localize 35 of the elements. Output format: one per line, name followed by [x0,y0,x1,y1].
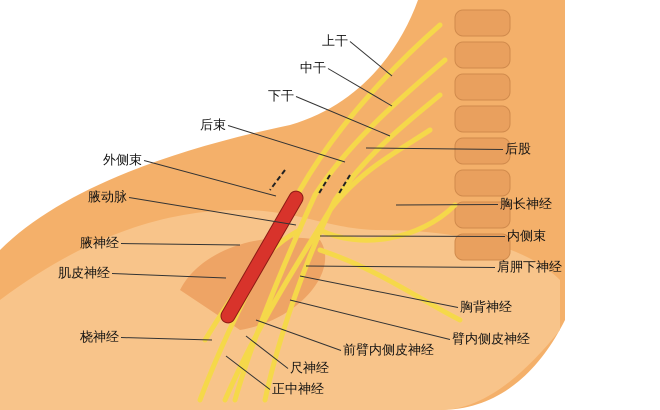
leader-line [320,236,506,237]
leader-line [296,96,390,136]
leader-line [228,125,346,162]
part-label: 中干 [300,60,326,77]
part-label: 外侧束 [103,152,142,169]
part-label: 臂内侧皮神经 [452,331,530,348]
part-label: 下干 [268,88,294,105]
leader-line [350,41,392,76]
part-label: 内侧束 [507,228,546,245]
part-label: 胸背神经 [460,299,512,316]
part-label: 腋动脉 [88,189,127,206]
part-label: 桡神经 [80,329,119,346]
part-label: 正中神经 [272,381,324,398]
leader-line [306,266,496,268]
leader-line [290,300,450,340]
part-label: 腋神经 [80,235,119,252]
leader-line [120,243,240,246]
part-label: 胸长神经 [500,196,552,213]
part-label: 前臂内侧皮神经 [343,342,434,359]
leader-line [226,356,270,390]
leader-line [128,197,296,226]
leader-line [366,148,504,150]
leader-line [112,273,226,278]
leader-line [396,204,498,206]
leader-line [300,276,458,308]
leader-line [246,336,288,369]
part-label: 肩胛下神经 [497,259,562,276]
part-label: 尺神经 [290,360,329,377]
leader-line [256,320,342,351]
part-label: 上干 [322,33,348,50]
leader-line [328,68,392,106]
part-label: 后股 [505,141,531,158]
leader-line [120,337,212,340]
part-label: 肌皮神经 [58,265,110,282]
part-label: 后束 [200,117,226,134]
